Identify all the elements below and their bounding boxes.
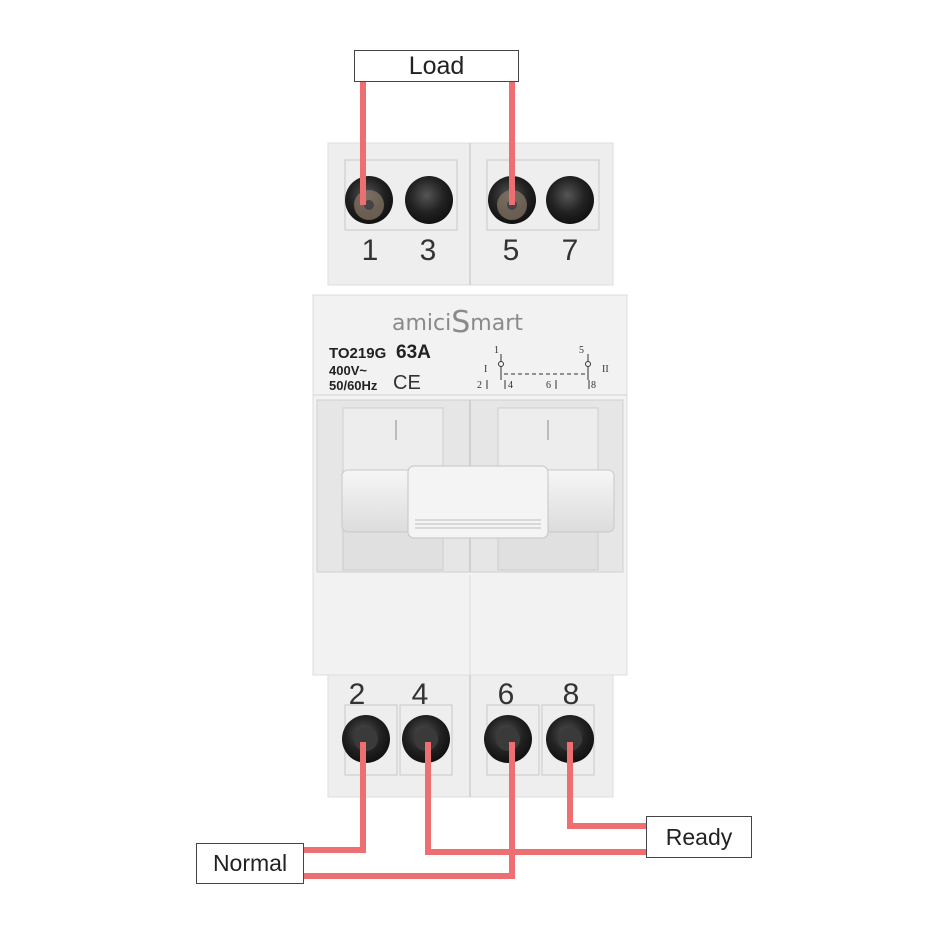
- current-rating: 63A: [396, 342, 431, 363]
- screw-terminal-6: [484, 715, 532, 763]
- wire-normal-2: [302, 742, 366, 853]
- screw-terminal-3: [405, 176, 453, 224]
- voltage-rating: 400V~: [329, 363, 367, 378]
- wire-ready-4: [425, 742, 646, 855]
- svg-text:2: 2: [477, 380, 482, 391]
- toggle-handle[interactable]: [341, 465, 615, 539]
- terminal-label-5: 5: [503, 234, 520, 267]
- svg-text:1: 1: [494, 345, 499, 356]
- screw-terminal-1: [345, 176, 393, 224]
- position-ii-label: II: [602, 364, 609, 375]
- contact-schematic: 1 5 I II 2 4 6 8: [477, 345, 609, 391]
- terminal-label-6: 6: [498, 678, 515, 711]
- position-i-label: I: [484, 364, 487, 375]
- terminal-label-1: 1: [362, 234, 379, 267]
- frequency-rating: 50/60Hz: [329, 378, 378, 393]
- terminal-label-7: 7: [562, 234, 579, 267]
- terminal-label-8: 8: [563, 678, 580, 711]
- wiring: [302, 80, 646, 879]
- screw-terminal-7: [546, 176, 594, 224]
- svg-text:6: 6: [546, 380, 551, 391]
- svg-text:amiciSmart: amiciSmart: [392, 305, 523, 340]
- model-number: TO219G: [329, 345, 386, 362]
- wire-ready-8: [567, 742, 646, 829]
- normal-label: Normal: [196, 843, 304, 884]
- terminal-label-2: 2: [349, 678, 366, 711]
- svg-text:4: 4: [508, 380, 513, 391]
- brand-logo: amiciSmart: [392, 305, 523, 340]
- terminal-label-4: 4: [412, 678, 429, 711]
- ready-label: Ready: [646, 816, 752, 858]
- load-label: Load: [354, 50, 519, 82]
- screw-terminal-4: [402, 715, 450, 763]
- svg-text:8: 8: [591, 380, 596, 391]
- wire-normal-6: [302, 742, 515, 879]
- svg-text:5: 5: [579, 345, 584, 356]
- terminal-label-3: 3: [420, 234, 437, 267]
- screw-terminal-8: [546, 715, 594, 763]
- ce-mark: CE: [393, 372, 421, 394]
